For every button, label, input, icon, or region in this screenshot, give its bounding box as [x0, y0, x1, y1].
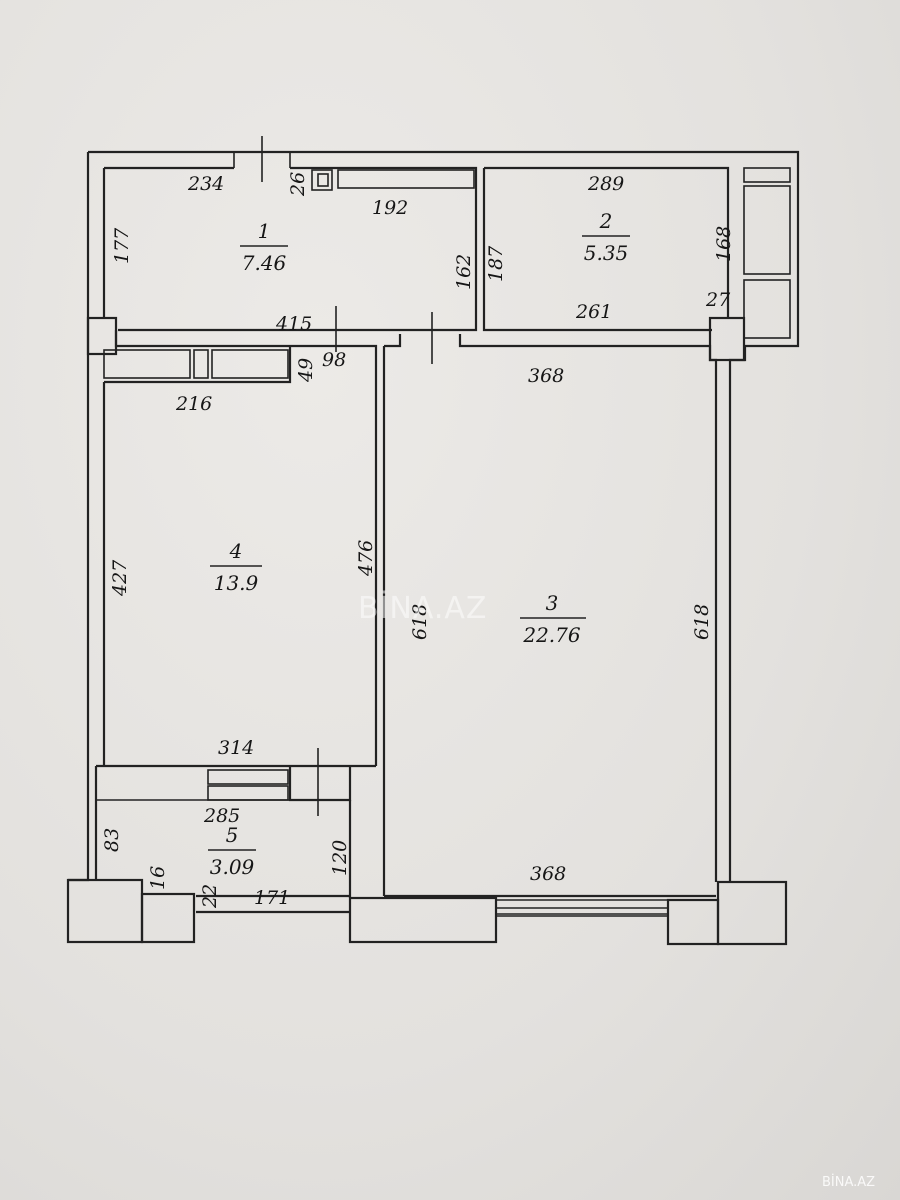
dim-314: 314	[218, 737, 254, 759]
dimension-labels: 234 26 192 177 162 187 415 98 289 168 26…	[101, 172, 735, 909]
dim-83: 83	[101, 828, 123, 852]
dim-187: 187	[485, 245, 507, 282]
dim-49: 49	[295, 358, 317, 383]
dim-168: 168	[713, 226, 735, 262]
watermark-text: BİNA.AZ	[358, 590, 487, 626]
room-2-area: 5.35	[584, 241, 629, 265]
dim-120: 120	[329, 840, 351, 876]
dim-415: 415	[275, 313, 312, 335]
room-1-label: 1 7.46	[240, 219, 288, 275]
room-1-area: 7.46	[242, 251, 287, 275]
room-2-number: 2	[599, 209, 613, 233]
dim-162: 162	[453, 254, 475, 290]
credit-text: BİNA.AZ	[822, 1174, 875, 1190]
dim-368-top: 368	[528, 365, 564, 387]
room-3-number: 3	[546, 591, 559, 615]
room-4-area: 13.9	[214, 571, 259, 595]
dim-16: 16	[147, 866, 169, 890]
dim-22: 22	[199, 884, 221, 909]
room-2-label: 2 5.35	[582, 209, 630, 265]
dim-285: 285	[203, 805, 240, 827]
dim-618-right: 618	[691, 604, 713, 640]
dim-289: 289	[587, 173, 624, 195]
room-5-number: 5	[226, 823, 239, 847]
dim-216: 216	[175, 393, 212, 415]
room-3-area: 22.76	[522, 623, 581, 647]
dim-476: 476	[355, 540, 377, 577]
dim-261: 261	[575, 301, 612, 323]
dim-177: 177	[111, 227, 133, 264]
dim-98: 98	[322, 349, 346, 371]
room-1-number: 1	[258, 219, 271, 243]
dim-618-left: 618	[409, 604, 431, 640]
dim-192: 192	[372, 197, 408, 219]
room-3-label: 3 22.76	[520, 591, 586, 647]
dim-368-bottom: 368	[530, 863, 566, 885]
dim-234: 234	[187, 173, 224, 195]
dim-27: 27	[705, 289, 731, 311]
room-5-label: 5 3.09	[208, 823, 256, 879]
walls	[66, 136, 800, 946]
dim-427: 427	[109, 559, 131, 597]
room-5-area: 3.09	[210, 855, 255, 879]
dim-171: 171	[254, 887, 290, 909]
room-4-number: 4	[229, 539, 243, 563]
dim-26: 26	[287, 172, 309, 197]
room-4-label: 4 13.9	[210, 539, 262, 595]
